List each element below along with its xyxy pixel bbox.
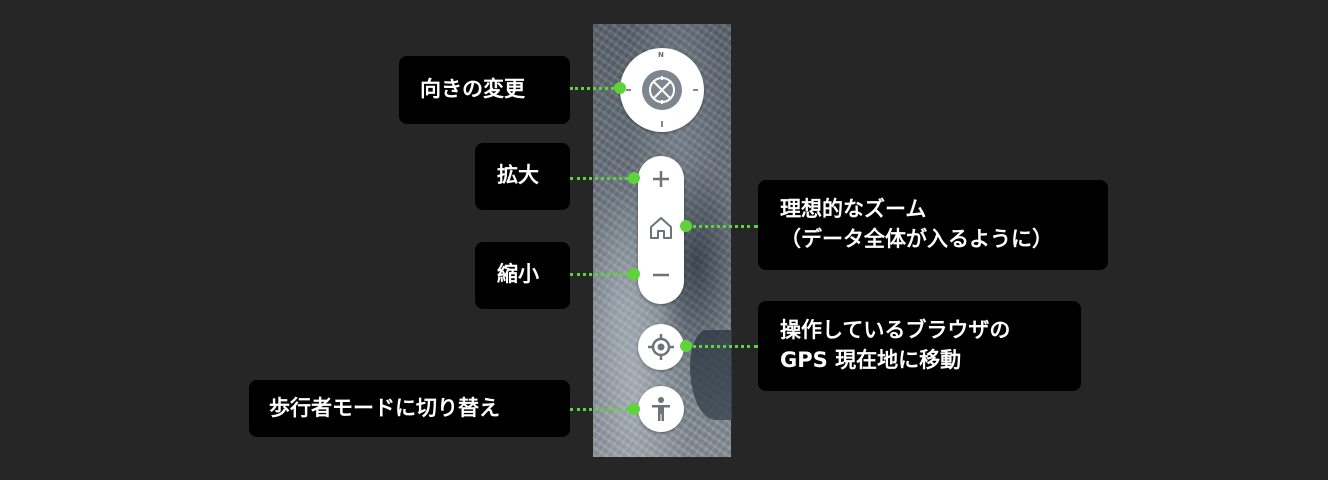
minus-icon[interactable] [651,265,671,285]
pedestrian-annotation: 歩行者モードに切り替え [249,380,570,437]
locate-annotation: 操作しているブラウザの GPS 現在地に移動 [758,301,1081,391]
zoom-in-connector-line [570,177,634,180]
home-annotation: 理想的なズーム （データ全体が入るように） [758,180,1108,270]
pedestrian-mode-button[interactable] [638,386,684,432]
zoom-in-annotation-text: 拡大 [497,163,539,187]
zoom-out-annotation-text: 縮小 [497,262,539,286]
compass-north-mark: N [658,51,664,59]
compass-tick-west [626,89,631,91]
plus-icon[interactable] [651,169,671,189]
compass-connector-line [570,87,620,90]
zoom-out-connector-line [570,273,634,276]
home-annotation-line2: （データ全体が入るように） [780,227,1053,252]
person-icon [652,397,670,421]
crosshair-icon [648,334,674,360]
compass-dial [642,70,682,110]
pedestrian-connector-dot [628,403,640,415]
compass-connector-dot [614,82,626,94]
pedestrian-annotation-text: 歩行者モードに切り替え [269,396,500,420]
home-annotation-line1: 理想的なズーム [780,197,927,221]
home-connector-line [686,225,758,228]
compass-tick-south [661,121,663,127]
zoom-in-annotation: 拡大 [475,143,570,210]
locate-annotation-line1: 操作しているブラウザの [780,318,1011,342]
locate-button[interactable] [638,324,684,370]
zoom-in-connector-dot [628,172,640,184]
pedestrian-connector-line [570,408,634,411]
zoom-out-connector-dot [628,268,640,280]
home-connector-dot [680,220,692,232]
locate-connector-dot [680,340,692,352]
compass-rose-icon [649,76,675,104]
compass-button[interactable]: N [620,48,704,132]
locate-connector-line [686,345,758,348]
zoom-out-annotation: 縮小 [475,242,570,309]
compass-annotation: 向きの変更 [399,56,570,124]
home-icon[interactable] [648,215,674,241]
zoom-control-group [638,156,684,304]
compass-tick-east [693,89,698,91]
compass-annotation-text: 向きの変更 [420,77,525,101]
locate-annotation-line2: GPS 現在地に移動 [780,348,962,373]
